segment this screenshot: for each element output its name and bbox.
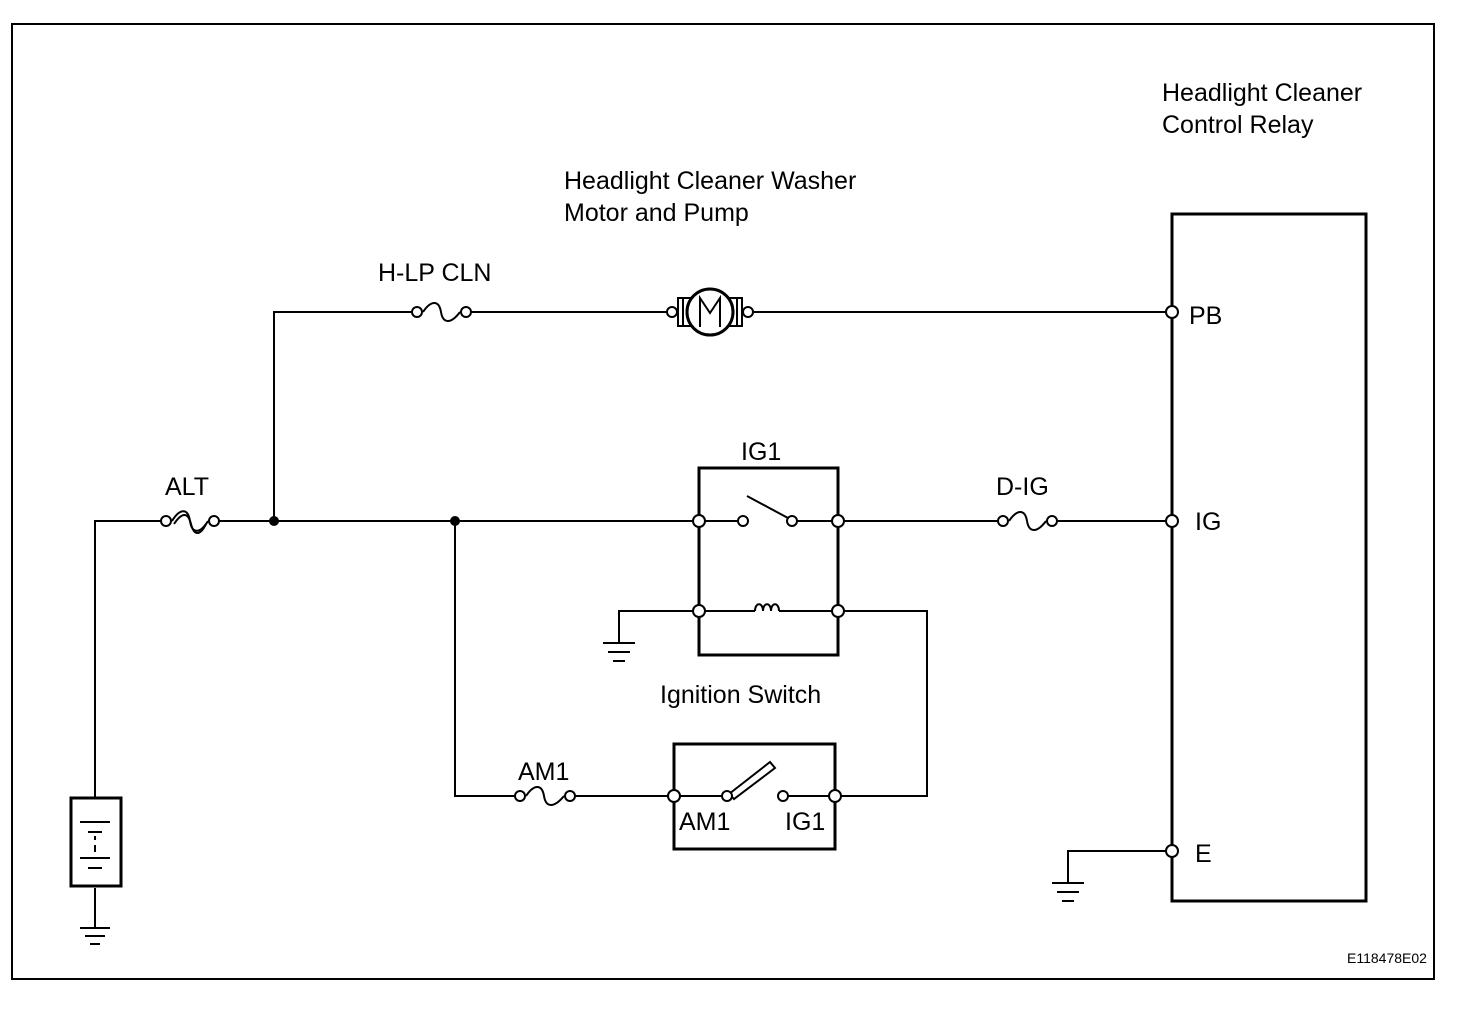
motor-title-line1: Headlight Cleaner Washer [564,167,856,195]
junction-dot [269,516,279,526]
switch-ig1-label: IG1 [785,808,825,836]
pin-e-label: E [1195,840,1212,868]
fuse-hlp-cln-label: H-LP CLN [378,259,491,287]
battery-symbol [69,796,123,888]
fuse-dig-label: D-IG [996,473,1049,501]
fuse-alt-label: ALT [165,473,209,501]
pin-pb-label: PB [1189,302,1222,330]
motor-title-line2: Motor and Pump [564,199,749,227]
fuse-alt-symbol [160,510,220,534]
switch-am1-label: AM1 [679,808,730,836]
ground-symbol [1052,882,1084,902]
fuse-am1-symbol [514,786,576,806]
figure-code: E118478E02 [1347,950,1427,966]
ignition-switch-label: Ignition Switch [660,681,821,709]
relay-title-line1: Headlight Cleaner [1162,79,1362,107]
ground-symbol [80,927,110,945]
pin-ig-label: IG [1195,508,1221,536]
headlight-cleaner-control-relay [1165,212,1368,903]
fuse-am1-label: AM1 [518,758,569,786]
motor-symbol [666,287,754,337]
junction-dot [450,516,460,526]
ignition-switch-box [667,742,842,851]
fuse-dig-symbol [997,511,1058,531]
wires [94,311,1167,928]
diagram-frame [11,23,1435,980]
ig1-relay-label: IG1 [741,438,781,466]
ig1-relay-box [692,466,845,657]
fuse-hlp-cln-symbol [411,302,472,322]
relay-title-line2: Control Relay [1162,111,1314,139]
ground-symbol [603,642,635,662]
